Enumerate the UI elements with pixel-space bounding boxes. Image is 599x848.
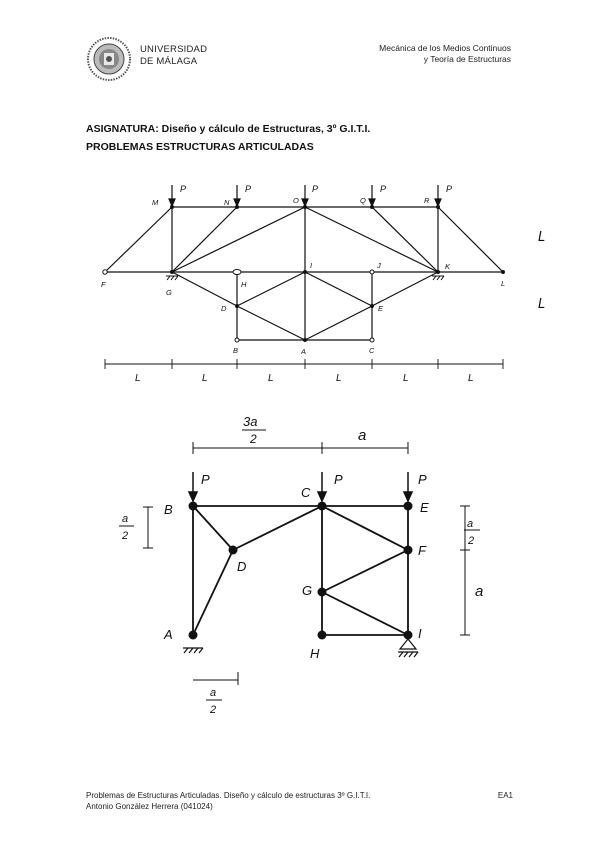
node-label-D: D: [221, 304, 227, 313]
node-label-N: N: [224, 198, 230, 207]
node-label-J: J: [376, 261, 381, 270]
node-label-E: E: [420, 500, 429, 515]
university-name-line2: DE MÁLAGA: [140, 56, 198, 67]
dim-a-right: a: [475, 583, 483, 600]
course-header-line2: y Teoría de Estructuras: [423, 54, 511, 64]
node-label-G: G: [166, 288, 172, 297]
load-label: P: [201, 472, 210, 487]
node-label-I: I: [418, 626, 422, 641]
course-header: Mecánica de los Medios Continuos y Teorí…: [379, 43, 511, 65]
truss1-node-labels: M N O Q R F G H I J K L D E B A C: [101, 196, 505, 356]
node-label-O: O: [293, 196, 299, 205]
node-label-M: M: [152, 198, 159, 207]
university-seal-logo: [87, 37, 131, 81]
truss1-dimension-labels: L L L L L L: [135, 373, 474, 384]
dim-label-L-vertical-top: L: [538, 230, 546, 245]
footer-line2: Antonio González Herrera (041024): [86, 801, 213, 811]
dim-3a2-numerator: 3a: [243, 414, 257, 429]
truss1-dimensions: [104, 359, 504, 369]
truss2-node-labels: B C E D F G A H I: [163, 485, 429, 661]
truss1-load-labels: P P P P P: [180, 184, 452, 194]
node-label-B: B: [164, 502, 173, 517]
dim-label-L: L: [135, 373, 141, 384]
truss2-supports: [183, 638, 419, 658]
node-label-I: I: [310, 261, 312, 270]
dim-a2-bottom-denominator: 2: [209, 704, 216, 716]
truss1-supports: [166, 275, 445, 281]
dim-label-L: L: [403, 373, 409, 384]
truss2-joints: [188, 501, 413, 640]
node-label-Q: Q: [360, 196, 366, 205]
load-label: P: [418, 472, 427, 487]
node-label-C: C: [369, 346, 375, 355]
document-title: PROBLEMAS ESTRUCTURAS ARTICULADAS: [86, 141, 314, 153]
footer-line1: Problemas de Estructuras Articuladas. Di…: [86, 791, 371, 800]
footer-info: Problemas de Estructuras Articuladas. Di…: [86, 791, 370, 812]
node-label-A: A: [163, 627, 173, 642]
problem-code: EA1: [497, 791, 513, 800]
truss2-loads: [187, 472, 414, 503]
dim-a2-right-numerator: a: [467, 518, 473, 530]
truss2-load-labels: P P P: [201, 472, 427, 487]
node-label-B: B: [233, 346, 238, 355]
node-label-F: F: [418, 543, 427, 558]
node-label-G: G: [302, 583, 312, 598]
truss2-members: [192, 505, 409, 636]
truss2-dimension-labels: 3a 2 a a 2 a 2 a a 2: [119, 414, 483, 716]
dim-label-L-vertical-bottom: L: [538, 297, 546, 312]
university-name: UNIVERSIDAD DE MÁLAGA: [140, 44, 207, 68]
truss2-dimensions: [143, 442, 470, 685]
node-label-A: A: [300, 347, 306, 356]
load-label: P: [334, 472, 343, 487]
node-label-F: F: [101, 280, 106, 289]
load-label: P: [245, 184, 251, 194]
truss-diagram-2: 3a 2 a a 2 a 2 a a 2: [119, 414, 483, 716]
dim-a2-right-denominator: 2: [467, 535, 474, 547]
load-label: P: [180, 184, 186, 194]
dim-label-L: L: [268, 373, 274, 384]
dim-3a2-denominator: 2: [249, 432, 257, 446]
node-label-D: D: [237, 559, 246, 574]
dim-a2-left-denominator: 2: [121, 530, 128, 542]
truss1-joints: [102, 205, 505, 343]
node-label-E: E: [378, 304, 384, 313]
node-label-K: K: [445, 262, 451, 271]
node-label-L: L: [501, 279, 505, 288]
subject-heading: ASIGNATURA: Diseño y cálculo de Estructu…: [86, 123, 371, 135]
truss1-loads: [168, 185, 442, 208]
course-header-line1: Mecánica de los Medios Continuos: [379, 43, 511, 53]
dim-label-L: L: [202, 373, 208, 384]
dim-a-top: a: [358, 427, 366, 444]
node-label-H: H: [310, 646, 320, 661]
load-label: P: [446, 184, 452, 194]
node-label-R: R: [424, 196, 430, 205]
load-label: P: [312, 184, 318, 194]
dim-a2-bottom-numerator: a: [210, 687, 216, 699]
load-label: P: [380, 184, 386, 194]
dim-label-L: L: [336, 373, 342, 384]
node-label-C: C: [301, 485, 311, 500]
university-name-line1: UNIVERSIDAD: [140, 44, 208, 55]
truss-diagram-1: P P P P P M N O Q R F G H I J K L D E B …: [101, 184, 505, 384]
dim-a2-left-numerator: a: [122, 513, 128, 525]
node-label-H: H: [241, 280, 247, 289]
dim-label-L: L: [468, 373, 474, 384]
